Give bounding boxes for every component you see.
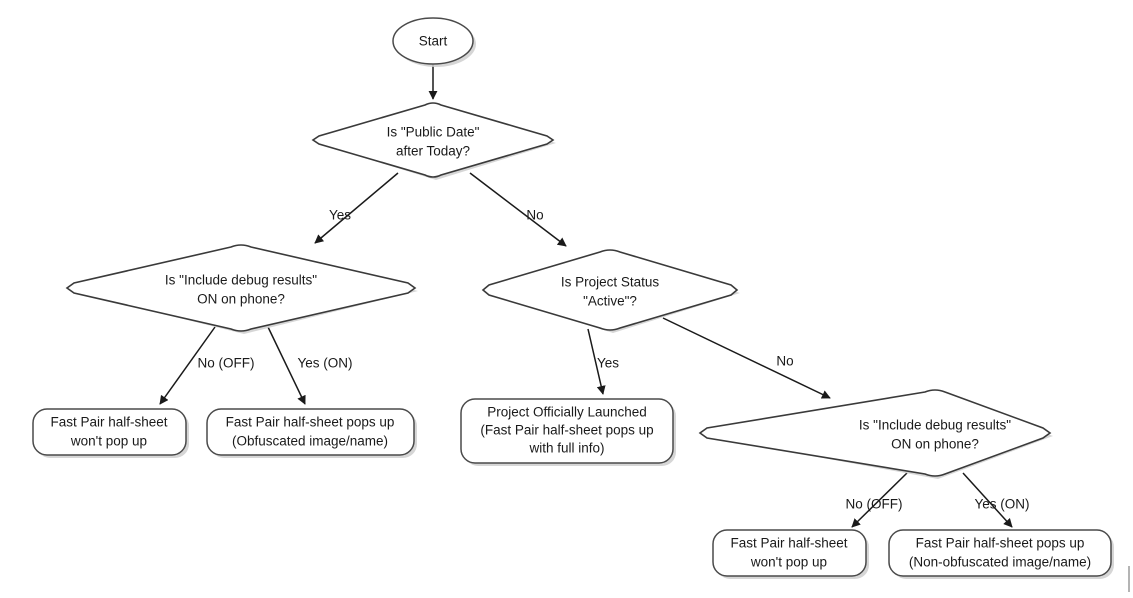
result-right-off-box — [712, 529, 867, 577]
result-right-off-line2: won't pop up — [750, 555, 827, 570]
public-date-line2: after Today? — [396, 144, 470, 159]
node-result-right-off[interactable]: Fast Pair half-sheet won't pop up — [712, 529, 869, 579]
project-status-diamond — [481, 249, 739, 331]
result-right-on-box — [888, 529, 1112, 577]
edge-public-date-no — [469, 172, 567, 247]
result-left-on-box — [206, 408, 415, 456]
result-launched-line2: (Fast Pair half-sheet pops up — [480, 423, 653, 438]
project-status-line1: Is Project Status — [561, 275, 660, 290]
edge-labels-layer: Yes No No (OFF) Yes (ON) Yes No No (OFF)… — [198, 208, 1030, 512]
node-debug-results-right-decision[interactable]: Is "Include debug results" ON on phone? — [698, 389, 1053, 479]
start-ellipse — [392, 17, 474, 65]
edge-public-date-yes — [314, 172, 399, 244]
edge-project-status-yes — [587, 328, 606, 395]
result-left-on-line1: Fast Pair half-sheet pops up — [226, 415, 395, 430]
public-date-line1: Is "Public Date" — [387, 125, 480, 140]
node-debug-results-left-decision[interactable]: Is "Include debug results" ON on phone? — [65, 244, 418, 334]
result-launched-box — [460, 398, 674, 464]
edge-label-project-status-no: No — [776, 354, 793, 369]
start-label: Start — [419, 34, 448, 49]
debug-right-diamond — [698, 389, 1052, 477]
debug-right-line1: Is "Include debug results" — [859, 418, 1011, 433]
edge-label-debug-right-on: Yes (ON) — [974, 497, 1029, 512]
edge-debug-left-on — [267, 326, 306, 405]
result-right-off-line1: Fast Pair half-sheet — [730, 536, 847, 551]
edge-label-debug-left-off: No (OFF) — [198, 356, 255, 371]
result-launched-line3: with full info) — [528, 441, 604, 456]
public-date-diamond — [311, 102, 555, 178]
node-result-project-launched[interactable]: Project Officially Launched (Fast Pair h… — [460, 398, 676, 466]
result-left-off-box — [32, 408, 187, 456]
debug-left-line2: ON on phone? — [197, 292, 285, 307]
debug-right-line2: ON on phone? — [891, 437, 979, 452]
edge-debug-right-off — [851, 472, 908, 528]
project-status-line2: "Active"? — [583, 294, 637, 309]
result-launched-line1: Project Officially Launched — [487, 405, 647, 420]
node-result-right-on[interactable]: Fast Pair half-sheet pops up (Non-obfusc… — [888, 529, 1114, 579]
node-project-status-decision[interactable]: Is Project Status "Active"? — [481, 249, 740, 333]
debug-left-diamond — [65, 244, 417, 332]
result-left-off-line2: won't pop up — [70, 434, 147, 449]
edge-label-public-date-yes: Yes — [329, 208, 351, 223]
edge-label-debug-left-on: Yes (ON) — [297, 356, 352, 371]
result-right-on-line1: Fast Pair half-sheet pops up — [916, 536, 1085, 551]
edge-debug-left-off — [159, 326, 216, 405]
edge-debug-right-on — [962, 472, 1013, 528]
node-result-left-off[interactable]: Fast Pair half-sheet won't pop up — [32, 408, 189, 458]
result-right-on-line2: (Non-obfuscated image/name) — [909, 555, 1091, 570]
debug-left-line1: Is "Include debug results" — [165, 273, 317, 288]
edge-label-debug-right-off: No (OFF) — [846, 497, 903, 512]
edges-layer — [159, 61, 1013, 528]
edge-label-public-date-no: No — [526, 208, 543, 223]
node-public-date-decision[interactable]: Is "Public Date" after Today? — [311, 102, 556, 180]
node-result-left-on[interactable]: Fast Pair half-sheet pops up (Obfuscated… — [206, 408, 417, 458]
edge-project-status-no — [662, 317, 831, 399]
result-left-on-line2: (Obfuscated image/name) — [232, 434, 388, 449]
edge-label-project-status-yes: Yes — [597, 356, 619, 371]
result-left-off-line1: Fast Pair half-sheet — [50, 415, 167, 430]
node-start[interactable]: Start — [392, 17, 476, 67]
